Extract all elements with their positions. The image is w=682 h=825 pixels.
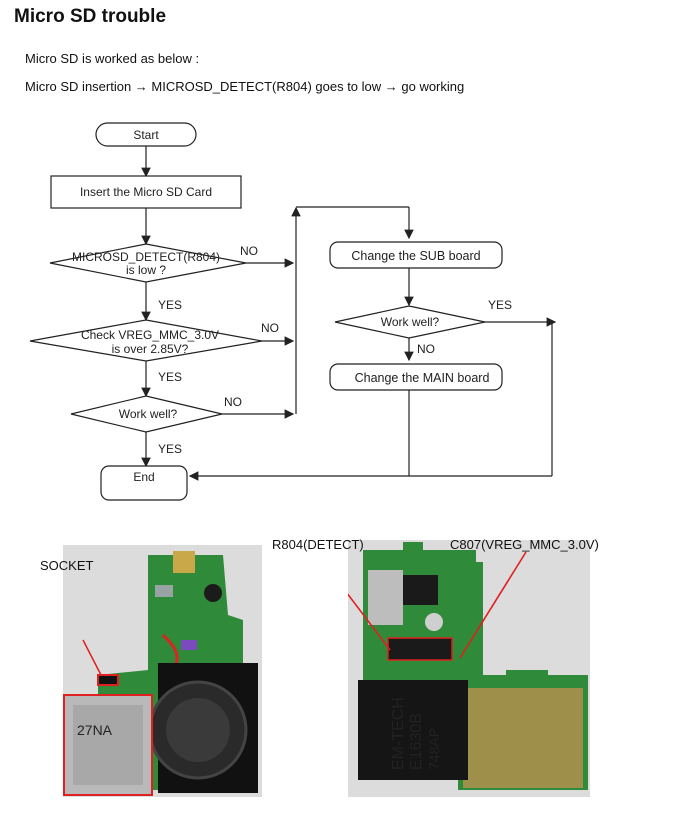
detect-decision — [49, 243, 247, 283]
main-board-photo: EM-TECH E1630B 748AP — [348, 540, 590, 797]
work2-yes-label: YES — [488, 298, 512, 312]
chip-text-1: EM-TECH — [390, 697, 407, 770]
start-label: Start — [133, 128, 159, 142]
chip-text-3: 748AP — [426, 728, 442, 770]
page-title: Micro SD trouble — [14, 6, 167, 27]
work2-no-label: NO — [417, 342, 435, 356]
change-main-board-label: Change the MAIN board — [355, 371, 490, 385]
work-well-decision-2 — [334, 305, 486, 339]
sequence-text: Micro SD insertion → MICROSD_DETECT(R804… — [25, 79, 465, 94]
work1-no-label: NO — [224, 395, 242, 409]
change-main-board-box — [329, 363, 503, 391]
detect-label-1: MICROSD_DETECT(R804) — [72, 250, 220, 264]
change-sub-board-label: Change the SUB board — [351, 249, 480, 263]
insert-card-box — [50, 175, 242, 209]
card-text: 27NA — [77, 722, 113, 738]
detect-no-label: NO — [240, 244, 258, 258]
socket-board-photo: 27NA — [63, 545, 262, 797]
intro-text: Micro SD is worked as below : — [25, 51, 200, 66]
vreg-label-1: Check VREG_MMC_3.0V — [81, 328, 219, 342]
insert-card-label: Insert the Micro SD Card — [80, 185, 212, 199]
detect-yes-label: YES — [158, 298, 182, 312]
chip-text-2: E1630B — [408, 713, 425, 770]
vreg-decision — [29, 319, 263, 362]
r804-label: R804(DETECT) — [272, 537, 364, 552]
work1-yes-label: YES — [158, 442, 182, 456]
vreg-no-label: NO — [261, 321, 279, 335]
vreg-yes-label: YES — [158, 370, 182, 384]
socket-label: SOCKET — [40, 558, 94, 573]
change-sub-board-box — [329, 241, 503, 269]
start-node — [95, 122, 197, 147]
troubleshooting-flowchart: Start Insert the Micro SD Card MICROSD_D… — [29, 122, 557, 501]
c807-label: C807(VREG_MMC_3.0V) — [450, 537, 599, 552]
work-well-label-2: Work well? — [381, 315, 440, 329]
vreg-label-2: is over 2.85V? — [112, 342, 189, 356]
end-node — [100, 465, 188, 501]
end-label: End — [133, 470, 154, 484]
work-well-label-1: Work well? — [119, 407, 178, 421]
work-well-decision-1 — [70, 395, 223, 433]
detect-label-2: is low ? — [126, 263, 166, 277]
